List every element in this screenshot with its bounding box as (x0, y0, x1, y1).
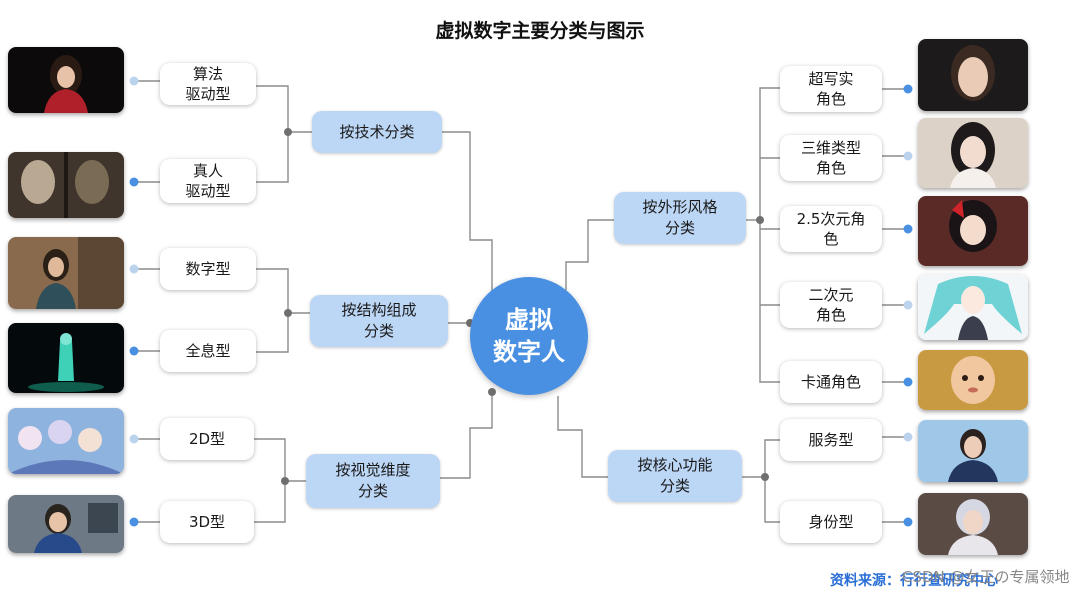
branch-structure: 按结构组成 分类 (310, 295, 448, 347)
photo-cartoon-character (918, 350, 1028, 410)
photo-hyper-realistic (918, 39, 1028, 111)
branch-core-function: 按核心功能 分类 (608, 450, 742, 502)
center-node-line1: 虚拟 (505, 306, 553, 334)
leaf-label: 服务型 (808, 431, 854, 449)
leaf-label: 2.5次元角 (796, 210, 866, 228)
leaf-hyper-realistic: 超写实 角色 (780, 66, 882, 112)
leaf-digital-type: 数字型 (160, 248, 256, 290)
leaf-label: 二次元 (808, 286, 854, 304)
leaf-label-line2: 色 (823, 230, 839, 248)
photo-identity-type (918, 493, 1028, 555)
photo-service-type (918, 420, 1028, 482)
leaf-label-line2: 驱动型 (185, 85, 231, 103)
photo-hologram-type (8, 323, 124, 393)
leaf-2-5d-character: 2.5次元角 色 (780, 206, 882, 252)
photo-algorithm-driven (8, 47, 124, 113)
branch-visual-dimension: 按视觉维度 分类 (306, 454, 440, 508)
branch-label-line2: 分类 (659, 477, 690, 495)
leaf-label-line2: 角色 (815, 306, 846, 324)
connector-center-visual (440, 392, 493, 479)
leaf-label: 三维类型 (800, 139, 861, 157)
branch-technology: 按技术分类 (312, 111, 442, 153)
leaf-label: 数字型 (185, 260, 231, 278)
leaf-label: 全息型 (185, 342, 231, 360)
leaf-label: 3D型 (188, 513, 226, 531)
connector-center-style (565, 219, 614, 290)
photo-digital-type (8, 237, 124, 309)
center-node: 虚拟 数字人 (470, 277, 588, 395)
leaf-label-line2: 角色 (815, 159, 846, 177)
branch-label: 按结构组成 (341, 301, 417, 319)
csdn-watermark: CSDN @女王の专属领地 (902, 568, 1070, 586)
branch-appearance-style: 按外形风格 分类 (614, 192, 746, 244)
leaf-label: 算法 (192, 65, 223, 83)
branch-label: 按核心功能 (637, 456, 713, 474)
leaf-label: 真人 (192, 162, 223, 180)
leaf-service-type: 服务型 (780, 419, 882, 461)
leaf-algorithm-driven: 算法 驱动型 (160, 63, 256, 105)
leaf-2d-anime-character: 二次元 角色 (780, 282, 882, 328)
diagram-title: 虚拟数字主要分类与图示 (435, 20, 645, 42)
photo-2d-type (8, 408, 124, 474)
source-watermark: 资料来源：行行查研究中心 (830, 573, 998, 589)
leaf-label: 2D型 (188, 430, 226, 448)
leaf-2d-type: 2D型 (160, 418, 254, 460)
branch-label-line2: 分类 (363, 322, 394, 340)
center-node-line2: 数字人 (493, 338, 565, 366)
leaf-label: 身份型 (808, 513, 854, 531)
leaf-hologram-type: 全息型 (160, 330, 256, 372)
leaf-3d-type: 3D型 (160, 501, 254, 543)
connector-center-function (557, 396, 608, 478)
leaf-3d-character: 三维类型 角色 (780, 135, 882, 181)
branch-label: 按外形风格 (642, 198, 718, 216)
branch-label: 按技术分类 (339, 122, 415, 141)
photo-2d-anime-character (918, 274, 1028, 340)
photo-3d-type (8, 495, 124, 553)
leaf-label-line2: 驱动型 (185, 182, 231, 200)
leaf-label-line2: 角色 (815, 90, 846, 108)
branch-label-line2: 分类 (357, 482, 388, 500)
photo-human-driven (8, 152, 124, 218)
photo-2-5d-character (918, 196, 1028, 266)
branch-label-line2: 分类 (664, 219, 695, 237)
leaf-label: 卡通角色 (800, 373, 861, 391)
leaf-cartoon-character: 卡通角色 (780, 361, 882, 403)
leaf-human-driven: 真人 驱动型 (160, 159, 256, 203)
connector-center-tech (442, 131, 493, 292)
leaf-identity-type: 身份型 (780, 501, 882, 543)
photo-3d-character (918, 118, 1028, 188)
branch-label: 按视觉维度 (335, 461, 411, 479)
leaf-label: 超写实 (808, 70, 854, 88)
